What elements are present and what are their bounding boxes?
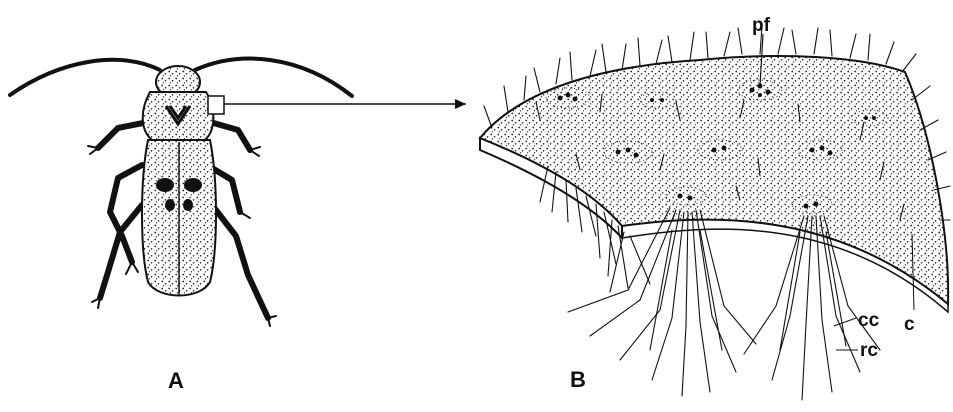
panel-a-label: A [168, 368, 184, 393]
rc-label: rc [860, 340, 878, 361]
pf-label: pf [752, 15, 771, 36]
panel-b-label: B [570, 367, 586, 392]
cc-label: cc [858, 310, 880, 331]
enlarged-area-marker [208, 96, 224, 114]
cuticle-section [480, 26, 950, 400]
c-label: c [904, 314, 915, 335]
magnification-arrow [224, 99, 466, 109]
right-antenna [195, 59, 352, 96]
beetle-figure [10, 59, 352, 326]
left-antenna [10, 60, 160, 95]
